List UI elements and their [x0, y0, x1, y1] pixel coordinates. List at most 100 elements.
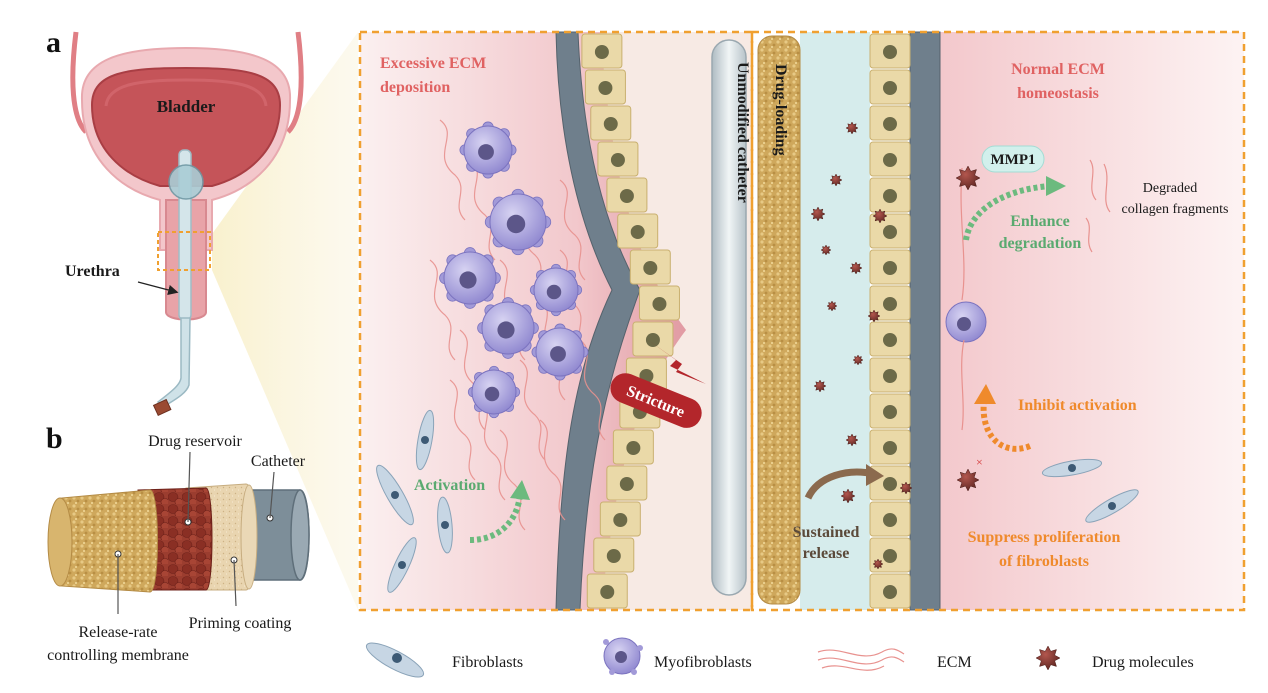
legend-drug-molecules: Drug molecules — [1092, 654, 1194, 671]
legend-ecm-icon — [817, 648, 905, 671]
ecm-fiber — [449, 379, 476, 481]
catheter-drain — [156, 317, 191, 410]
priming-label: Priming coating — [189, 615, 292, 632]
drug-molecule — [852, 354, 864, 366]
cell-nucleus — [630, 225, 645, 239]
sustained-label-1: Sustained — [793, 524, 860, 541]
cell-nucleus — [883, 81, 897, 95]
cell-nucleus — [883, 405, 897, 419]
drug-molecule — [810, 206, 826, 222]
inhibit-label: Inhibit activation — [1018, 397, 1137, 414]
right-lumen — [800, 32, 870, 610]
legend-myofibroblast-icon — [603, 637, 643, 675]
bladder-label: Bladder — [157, 97, 216, 116]
suppress-label-1: Suppress proliferation — [968, 529, 1121, 546]
drug-molecule — [955, 165, 981, 191]
cell-nucleus — [883, 261, 897, 275]
cell-nucleus — [619, 189, 634, 203]
right-dashed-frame — [750, 30, 1246, 612]
myofibroblast — [531, 323, 589, 381]
drug-molecule — [813, 379, 827, 393]
cell-nucleus — [600, 585, 615, 599]
myofibroblast — [477, 297, 539, 359]
legend-myofibroblasts: Myofibroblasts — [654, 654, 752, 671]
cell-nucleus — [883, 441, 897, 455]
drug-molecule — [1035, 645, 1061, 671]
cross-mark: × — [976, 455, 983, 469]
legend: Fibroblasts Myofibroblasts ECM Drug mole… — [365, 637, 1194, 678]
cell-nucleus — [883, 225, 897, 239]
ecm-fiber — [429, 259, 456, 361]
zoom-fan — [212, 32, 358, 610]
left-epithelium — [581, 33, 680, 609]
right-title-1: Normal ECM — [1011, 61, 1105, 78]
drug-molecule — [829, 173, 843, 187]
membrane-label-2: controlling membrane — [47, 647, 189, 664]
drug-molecule — [872, 208, 888, 224]
cell-nucleus — [883, 369, 897, 383]
inhibit-arrow — [980, 399, 1032, 452]
right-epithelium — [869, 33, 911, 609]
drug-loading-catheter — [757, 35, 801, 605]
cell-nucleus — [603, 117, 618, 131]
cell-nucleus — [883, 513, 897, 527]
cell-nucleus — [883, 189, 897, 203]
ecm-fiber — [539, 419, 566, 521]
myofibroblast — [459, 121, 517, 179]
cell-nucleus — [610, 153, 625, 167]
activation-arrow — [469, 493, 523, 543]
myofibroblast — [439, 247, 501, 309]
right-title-2: homeostasis — [1017, 85, 1099, 102]
cell-nucleus — [883, 153, 897, 167]
mmp1-badge — [981, 145, 1045, 173]
cell-nucleus — [598, 81, 613, 95]
cell-nucleus — [652, 297, 667, 311]
enhance-arrow — [963, 183, 1051, 241]
left-title-2: deposition — [380, 79, 450, 96]
ecm-fiber — [559, 179, 586, 281]
ecm-fiber — [439, 119, 466, 221]
stricture-bolt — [648, 340, 706, 384]
ecm-fiber — [519, 359, 546, 461]
left-title-1: Excessive ECM — [380, 55, 486, 72]
drug-molecule — [867, 309, 881, 323]
catheter-label-b: Catheter — [251, 453, 306, 470]
cell-nucleus — [643, 261, 658, 275]
enhance-label-1: Enhance — [1010, 213, 1070, 230]
fibroblasts-left — [376, 409, 453, 593]
catheter-balloon — [168, 164, 204, 200]
cell-nucleus — [619, 477, 634, 491]
drug-reservoir-label: Drug reservoir — [148, 433, 242, 450]
panel-b-letter: b — [46, 422, 63, 455]
drug-molecule — [845, 433, 859, 447]
drug-molecule — [872, 558, 884, 570]
right-urethral-wall — [909, 31, 941, 611]
right-ureter — [286, 31, 304, 134]
left-ureter — [70, 31, 88, 134]
sustained-label-2: release — [803, 545, 850, 562]
cell-nucleus — [645, 333, 660, 347]
ecm-fiber — [469, 159, 496, 261]
legend-ecm: ECM — [937, 654, 972, 671]
drug-loading-label: Drug-loading — [772, 64, 789, 156]
degraded-label-2: collagen fragments — [1122, 202, 1229, 217]
drug-molecule — [956, 468, 980, 492]
membrane-label-1: Release-rate — [78, 624, 157, 641]
cell-nucleus — [883, 45, 897, 59]
activation-label: Activation — [414, 477, 485, 494]
cell-nucleus — [626, 441, 641, 455]
enhance-label-2: degradation — [999, 235, 1082, 252]
catheter-tip-segment — [152, 398, 172, 417]
panel-a-letter: a — [46, 26, 61, 59]
left-dashed-frame — [358, 30, 754, 612]
drug-molecules-right — [810, 121, 981, 570]
drug-molecule — [820, 244, 832, 256]
cell-nucleus — [883, 549, 897, 563]
panel-b: b Drug reservoir Catheter Release-rate c… — [46, 422, 310, 664]
cell-nucleus — [594, 45, 609, 59]
cell-nucleus — [883, 117, 897, 131]
myofibroblast — [467, 365, 521, 419]
drug-molecule — [899, 481, 913, 495]
urethra-pointer — [137, 281, 179, 296]
